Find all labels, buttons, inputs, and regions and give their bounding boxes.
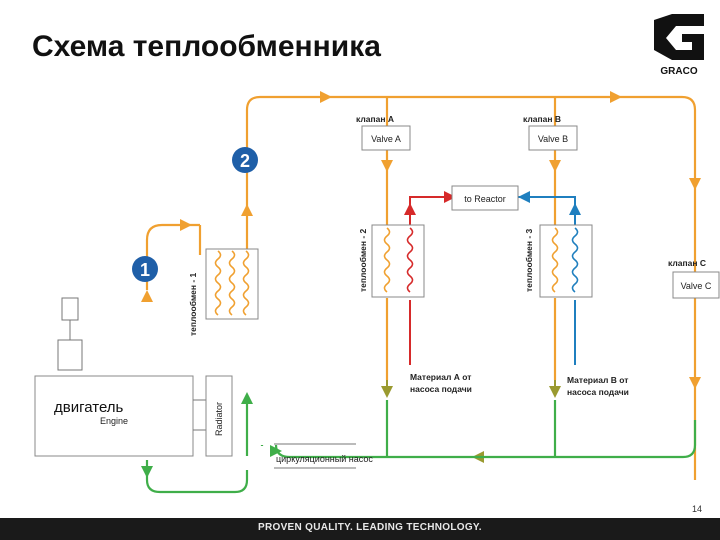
radiator-label: Radiator [214, 402, 224, 436]
engine-filter [57, 339, 83, 371]
engine-cap [61, 297, 79, 321]
graco-g-icon [654, 14, 704, 60]
page-title: Схема теплообменника [32, 30, 381, 63]
orange-arrows [141, 91, 701, 389]
valve-b-label: Valve B [538, 134, 568, 144]
material-b-line1: Материал В от [567, 375, 628, 385]
heat-exchanger-2 [371, 224, 425, 298]
valve-c-title: клапан С [668, 258, 706, 268]
pump-label: циркуляционный насос [276, 454, 373, 464]
red-line [409, 196, 448, 365]
hx2-label: теплообмен - 2 [358, 228, 368, 292]
footer-bar: PROVEN QUALITY. LEADING TECHNOLOGY. [0, 518, 720, 540]
hx3-blue-coil [571, 227, 579, 293]
footer-slogan: PROVEN QUALITY. LEADING TECHNOLOGY. [258, 522, 482, 533]
valve-c [672, 271, 720, 299]
hx3-label: теплообмен - 3 [524, 228, 534, 292]
orange-loop [145, 95, 697, 480]
material-b-line2: насоса подачи [567, 387, 629, 397]
engine-label-en: Engine [100, 416, 128, 426]
reactor-label: to Reactor [464, 194, 506, 204]
graco-logo: GRACO [654, 14, 704, 77]
hx1-label: теплообмен - 1 [188, 272, 198, 336]
valve-b-title: клапан В [523, 114, 561, 124]
engine-label-ru: двигатель [54, 399, 124, 416]
valve-c-label: Valve C [681, 281, 712, 291]
material-a-line2: насоса подачи [410, 384, 472, 394]
valve-a-title: клапан А [356, 114, 394, 124]
valve-a-label: Valve A [371, 134, 401, 144]
olive-arrows [381, 386, 561, 463]
heat-exchanger-3 [539, 224, 593, 298]
page-number: 14 [692, 504, 703, 514]
green-arrows [141, 392, 282, 478]
engine [34, 375, 194, 457]
valve-b [528, 125, 578, 151]
logo-text: GRACO [660, 66, 697, 77]
material-a-line1: Материал А от [410, 372, 471, 382]
hx1-coils [214, 250, 250, 316]
badge-1: 1 [132, 256, 158, 282]
badge-2: 2 [232, 147, 258, 173]
valve-a [361, 125, 411, 151]
heat-exchanger-diagram: теплообмен - 1 теплообмен - 2 теплообмен… [34, 91, 720, 494]
svg-text:1: 1 [140, 260, 150, 280]
radiator [205, 375, 233, 457]
hx2-red-coil [406, 227, 414, 293]
reactor-box [451, 185, 519, 211]
svg-text:2: 2 [240, 151, 250, 171]
blue-line [518, 196, 576, 365]
